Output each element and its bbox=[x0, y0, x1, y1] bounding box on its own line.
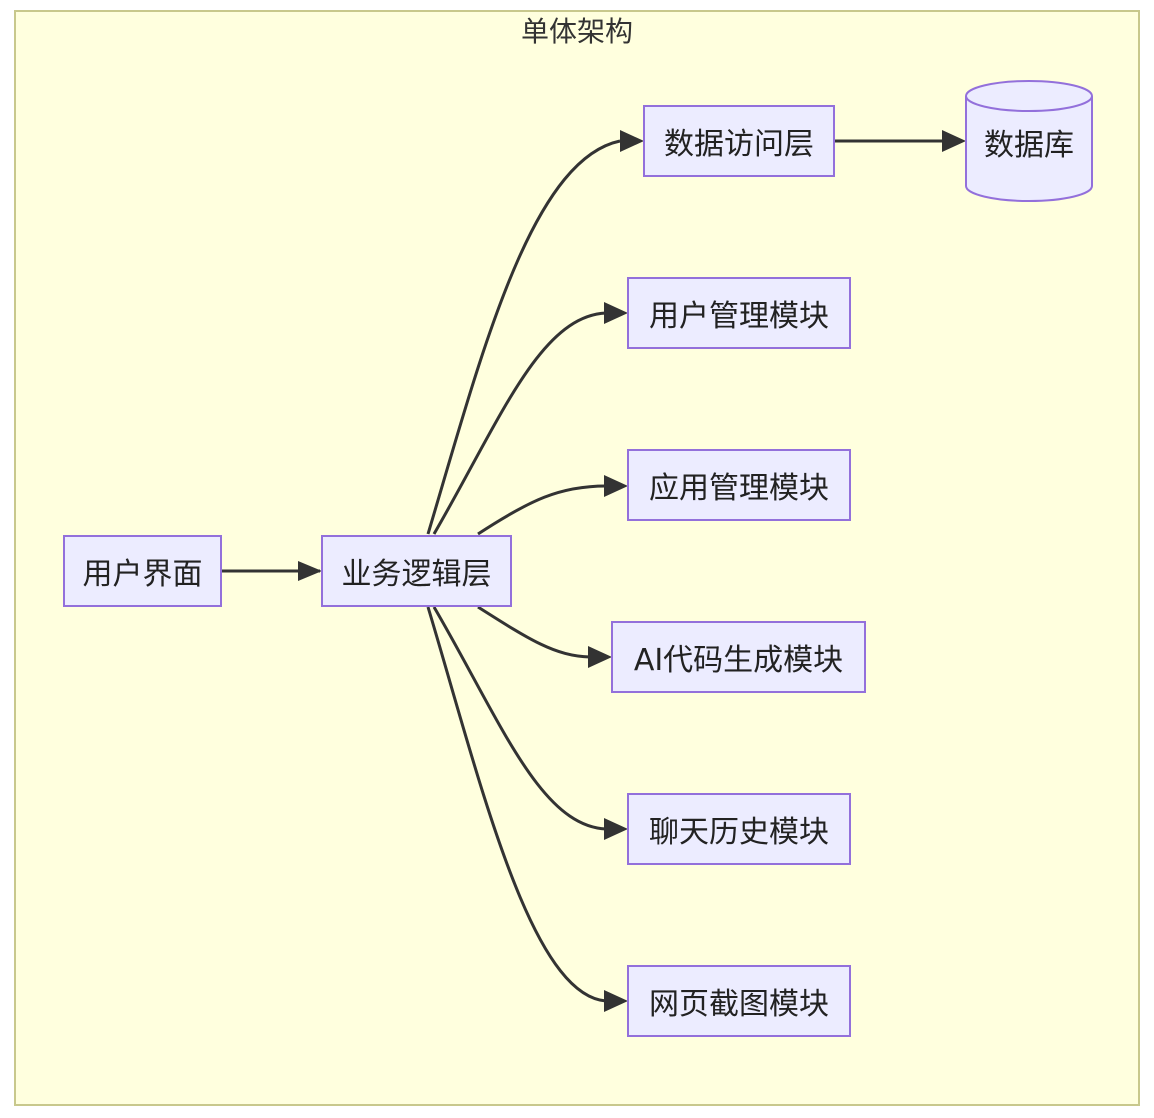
edge-business-to-screenshot bbox=[426, 606, 607, 1003]
node-user-mgmt[interactable]: 用户管理模块 bbox=[627, 277, 851, 349]
node-screenshot[interactable]: 网页截图模块 bbox=[627, 965, 851, 1037]
edge-business-to-data-access bbox=[426, 139, 621, 535]
edge-business-to-chat-history bbox=[432, 606, 607, 831]
arrowhead-business-to-user-mgmt bbox=[604, 302, 628, 324]
node-app-mgmt[interactable]: 应用管理模块 bbox=[627, 449, 851, 521]
arrowhead-ui-to-business bbox=[298, 561, 322, 581]
node-database[interactable]: 数据库 bbox=[984, 128, 1074, 163]
node-business[interactable]: 业务逻辑层 bbox=[321, 535, 512, 607]
arrowhead-business-to-app-mgmt bbox=[604, 475, 628, 497]
arrowhead-business-to-chat-history bbox=[604, 818, 628, 840]
node-data-access[interactable]: 数据访问层 bbox=[643, 105, 835, 177]
edge-business-to-app-mgmt bbox=[477, 484, 607, 536]
edge-business-to-user-mgmt bbox=[432, 311, 607, 535]
arrowhead-business-to-ai-codegen bbox=[588, 646, 612, 668]
arrowhead-data-access-to-database bbox=[942, 130, 966, 152]
subgraph-title: 单体架构 bbox=[520, 15, 633, 48]
database-cylinder-shape bbox=[965, 80, 1093, 202]
arrowhead-business-to-screenshot bbox=[604, 990, 628, 1012]
node-ui[interactable]: 用户界面 bbox=[63, 535, 222, 607]
node-ai-codegen[interactable]: AI代码生成模块 bbox=[611, 621, 866, 693]
edge-business-to-ai-codegen bbox=[477, 605, 591, 659]
arrowhead-business-to-data-access bbox=[620, 130, 644, 152]
node-chat-history[interactable]: 聊天历史模块 bbox=[627, 793, 851, 865]
